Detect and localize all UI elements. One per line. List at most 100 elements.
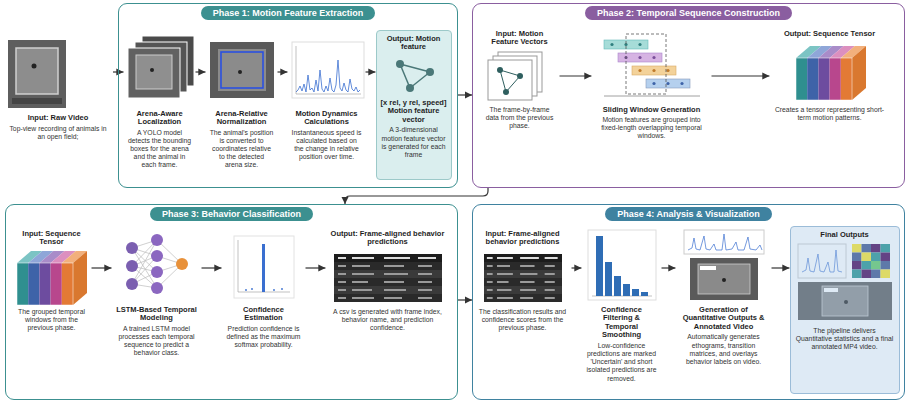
- input-box: Input: Frame-aligned behavior prediction…: [474, 226, 572, 336]
- phase-title: Phase 1: Motion Feature Extraction: [201, 6, 376, 20]
- raw-video-frame: [12, 98, 62, 104]
- step-description: Automatically generates ethograms, trans…: [680, 333, 768, 366]
- sliding-window: [626, 34, 666, 94]
- step-heading: Motion Dynamics Calculations: [292, 110, 362, 127]
- sliding-window: [638, 43, 641, 46]
- raw-video-frame: [16, 48, 58, 94]
- prediction-table: [334, 254, 442, 302]
- step-description: The animal's position is converted to co…: [210, 129, 274, 170]
- feature-cards: [503, 89, 509, 95]
- lstm-network: [126, 260, 138, 272]
- process-step: Generation of Quantitative Outputs & Ann…: [676, 226, 772, 371]
- flow-arrow: [772, 267, 790, 268]
- raw-video-frame: [8, 40, 66, 108]
- sliding-window: [666, 82, 669, 85]
- ethogram-and-video: [690, 258, 758, 300]
- flow-arrow: [458, 299, 472, 300]
- sliding-window: [646, 79, 690, 88]
- speed-chart: [296, 94, 361, 95]
- confidence-bar-chart: [605, 262, 612, 296]
- sliding-window: [652, 69, 655, 72]
- step-heading: Input: Motion Feature Vectors: [484, 30, 556, 50]
- flow-arrow: [712, 75, 770, 76]
- spacer: [210, 34, 274, 110]
- feature-cards: [497, 67, 503, 73]
- flow-arrow: [202, 267, 222, 268]
- spacer: [116, 230, 198, 306]
- step-description: The frame-by-frame data from the previou…: [484, 106, 556, 130]
- step-description: Creates a tensor representing short-term…: [774, 106, 886, 122]
- lstm-network: [126, 278, 138, 290]
- step-description: Low-confidence predictions are marked 'U…: [586, 342, 658, 383]
- flow-arrow: [458, 94, 472, 95]
- feature-cards: [488, 52, 542, 100]
- flow-arrow: [278, 71, 288, 72]
- process-step: Motion Dynamics CalculationsInstantaneou…: [288, 30, 366, 166]
- flow-arrow: [560, 75, 592, 76]
- sliding-window: [680, 82, 683, 85]
- sliding-window: [632, 66, 676, 75]
- confidence-bar-chart: [588, 230, 656, 300]
- ethogram-and-video: [684, 230, 764, 254]
- spacer: [478, 250, 568, 306]
- lstm-network: [126, 234, 188, 294]
- step-description: Top-view recording of animals in an open…: [7, 125, 109, 141]
- softmax-plot: [281, 288, 283, 290]
- phase-panel: Phase 4: Analysis & VisualizationInput: …: [472, 204, 905, 400]
- process-step: Confidence Filtering & Temporal Smoothin…: [582, 226, 662, 387]
- sliding-window: [604, 34, 700, 96]
- normalized-frame: [221, 52, 263, 88]
- ethogram-and-video: [688, 234, 762, 250]
- sliding-window: [618, 53, 662, 62]
- step-description: The grouped temporal windows from the pr…: [16, 308, 88, 332]
- lstm-network: [151, 282, 163, 294]
- speed-chart: [292, 42, 364, 98]
- normalized-frame: [238, 70, 242, 74]
- sliding-window: [604, 96, 700, 97]
- spacer: [292, 34, 362, 110]
- process-step: LSTM-Based Temporal ModelingA trained LS…: [112, 226, 202, 362]
- step-description: A csv is generated with frame index, beh…: [330, 308, 446, 332]
- feature-cards: [500, 70, 520, 76]
- confidence-bar-chart: [614, 276, 621, 296]
- step-heading: Final Outputs: [795, 231, 895, 243]
- sliding-window: [652, 56, 655, 59]
- confidence-bar-chart: [623, 284, 630, 296]
- softmax-plot: [273, 289, 275, 291]
- phase-panel: Phase 1: Motion Feature ExtractionArena-…: [118, 3, 458, 188]
- speed-chart: [296, 46, 297, 94]
- input-box: Input: Sequence TensorThe grouped tempor…: [12, 226, 92, 336]
- feature-cards: [506, 76, 520, 92]
- feature-cards: [488, 60, 532, 100]
- flow-arrow: [572, 267, 582, 268]
- feature-cards: [500, 70, 506, 92]
- step-heading: Input: Frame-aligned behavior prediction…: [478, 230, 568, 250]
- tensor-cube: [17, 251, 87, 305]
- spacer: [330, 250, 446, 306]
- softmax-plot: [262, 244, 265, 292]
- confidence-bar-chart: [596, 236, 603, 296]
- process-step: Sliding Window GenerationMotion features…: [592, 26, 712, 145]
- process-step: Arena-Aware LocalizationA YOLO model det…: [124, 30, 196, 174]
- phase-panel: Phase 2: Temporal Sequence ConstructionI…: [472, 3, 905, 188]
- sliding-window: [638, 69, 641, 72]
- step-heading: LSTM-Based Temporal Modeling: [116, 306, 198, 323]
- spacer: [7, 38, 109, 114]
- flow-arrow: [662, 267, 676, 268]
- step-description: The classification results and confidenc…: [478, 308, 568, 332]
- confidence-bar-chart: [632, 289, 639, 296]
- phase-title: Phase 3: Behavior Classification: [150, 207, 313, 221]
- output-box: Output: Sequence TensorCreates a tensor …: [770, 26, 890, 126]
- speed-chart: [292, 42, 364, 98]
- sliding-window: [638, 56, 641, 59]
- spacer: [586, 230, 658, 306]
- step-description: The pipeline delivers Quantitative stati…: [795, 327, 895, 351]
- spacer: [128, 34, 192, 110]
- step-heading: Generation of Quantitative Outputs & Ann…: [680, 306, 768, 332]
- lstm-network: [126, 242, 138, 254]
- spacer: [680, 230, 768, 306]
- arena-frames: [136, 55, 172, 89]
- lstm-network: [151, 266, 163, 278]
